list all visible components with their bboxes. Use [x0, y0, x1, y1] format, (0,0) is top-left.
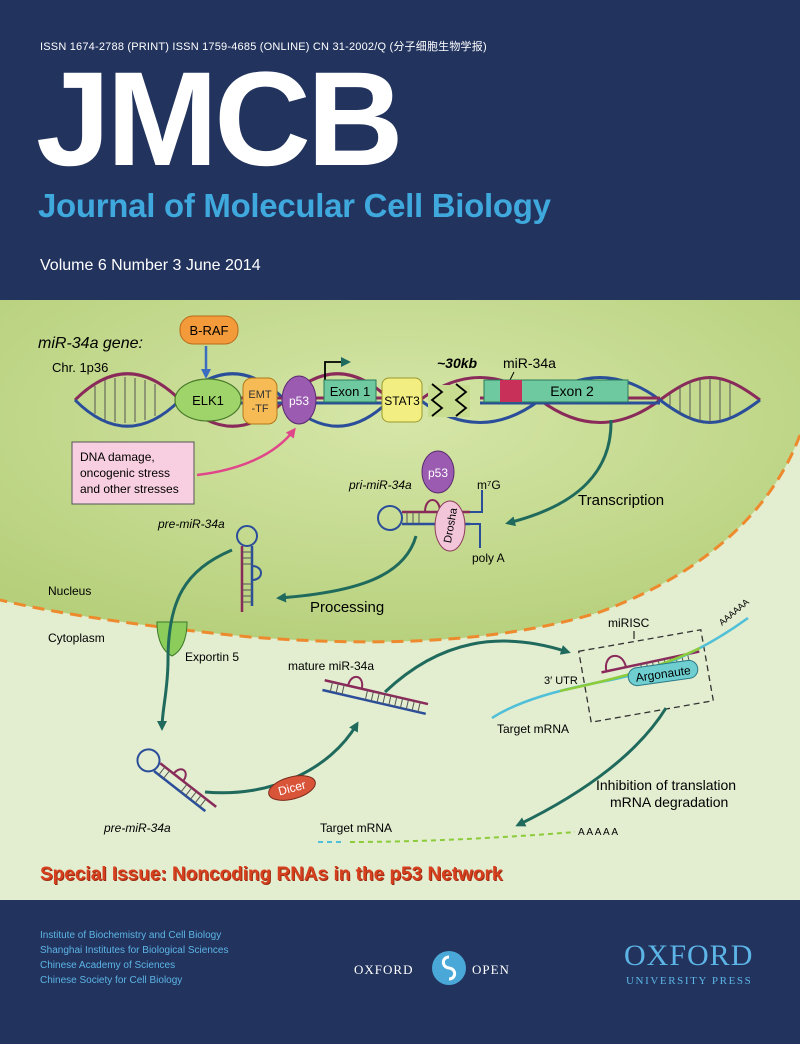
- inhibition-line-2: mRNA degradation: [610, 794, 728, 810]
- mirisc-arrow: [383, 639, 571, 694]
- issn-line: ISSN 1674-2788 (PRINT) ISSN 1759-4685 (O…: [40, 41, 487, 53]
- processing-arrow: [276, 535, 418, 603]
- oup-wordmark: OXFORD: [624, 939, 754, 972]
- inhibition-arrow: [515, 707, 668, 827]
- emt-label-1: EMT: [248, 389, 272, 401]
- stress-line-3: and other stresses: [80, 482, 179, 496]
- exon1-label: Exon 1: [330, 384, 370, 399]
- cytoplasm-label: Cytoplasm: [48, 631, 105, 645]
- argonaute-protein: [627, 659, 699, 687]
- polya-tail-label: AAAAAA: [717, 597, 751, 628]
- gene-gap-break: [428, 383, 470, 417]
- elk1-label: ELK1: [192, 393, 224, 408]
- target-mrna-label-1: Target mRNA: [497, 722, 569, 736]
- mir34a-pathway-diagram: miR-34a gene: Chr. 1p36: [0, 300, 800, 843]
- cover-footer: Institute of Biochemistry and Cell Biolo…: [0, 900, 800, 1044]
- stress-box: [71, 441, 195, 505]
- transcription-arrow: [505, 419, 613, 527]
- stress-arrow: [196, 427, 296, 477]
- special-issue-banner: Special Issue: Noncoding RNAs in the p53…: [40, 864, 503, 885]
- oup-subline: UNIVERSITY PRESS: [626, 975, 753, 987]
- polya-label: poly A: [472, 551, 505, 565]
- elk1-factor: [174, 378, 242, 422]
- p53-factor: [281, 375, 317, 425]
- institution-3: Chinese Academy of Sciences: [40, 960, 176, 971]
- gene-title: miR-34a gene:: [38, 335, 143, 352]
- p53-protein-pri: [421, 450, 455, 494]
- drosha-enzyme: [434, 500, 466, 552]
- gap-label: ~30kb: [437, 355, 478, 371]
- exportin5-label: Exportin 5: [185, 650, 239, 664]
- nucleus-label: Nucleus: [48, 584, 91, 598]
- institution-2: Shanghai Institutes for Biological Scien…: [40, 945, 229, 956]
- target-mrna-label-2: Target mRNA: [320, 821, 392, 835]
- exon2-label: Exon 2: [550, 383, 594, 399]
- journal-acronym: JMCB: [36, 45, 404, 194]
- stat3-box: [381, 377, 423, 423]
- mir34a-label: miR-34a: [503, 355, 556, 371]
- pre-mir-hairpin-top: [236, 525, 262, 612]
- stat3-label: STAT3: [384, 394, 420, 408]
- mature-mir-label: mature miR-34a: [288, 659, 374, 673]
- processing-label: Processing: [310, 599, 384, 616]
- m7g-label: m⁷G: [477, 478, 501, 492]
- p53-label: p53: [289, 394, 309, 408]
- pre-mir-hairpin-bottom: [136, 748, 217, 813]
- cover-illustration: miR-34a gene: Chr. 1p36: [0, 300, 800, 900]
- oxford-open-left-text: OXFORD: [354, 962, 414, 977]
- journal-full-title: Journal of Molecular Cell Biology: [38, 187, 551, 224]
- pri-mir-label: pri-miR-34a: [348, 478, 412, 492]
- dicer-enzyme: [268, 775, 316, 801]
- transcription-label: Transcription: [578, 492, 664, 509]
- nuclear-membrane: [0, 434, 800, 644]
- mir34a-region: [500, 380, 522, 402]
- braf-label: B-RAF: [190, 323, 229, 338]
- institution-4: Chinese Society for Cell Biology: [40, 975, 183, 986]
- oxford-open-logo-icon: [432, 951, 466, 985]
- institution-1: Institute of Biochemistry and Cell Biolo…: [40, 930, 222, 941]
- emt-tf-box: [242, 377, 278, 425]
- transcription-start-arrow: [324, 357, 351, 388]
- utr-label: 3′ UTR: [544, 675, 578, 687]
- degraded-polya: A A A A A: [578, 827, 618, 838]
- braf-box: [179, 315, 239, 345]
- export-arrow: [157, 548, 233, 731]
- exportin5-channel: [156, 621, 188, 657]
- stress-line-1: DNA damage,: [80, 450, 155, 464]
- stress-line-2: oncogenic stress: [80, 466, 170, 480]
- emt-label-2: -TF: [251, 403, 268, 415]
- pre-mir-top-label: pre-miR-34a: [157, 517, 225, 531]
- exon1-box: [323, 379, 377, 403]
- oxford-open-right-text: OPEN: [472, 962, 510, 977]
- issue-info: Volume 6 Number 3 June 2014: [40, 257, 261, 274]
- mirisc-label: miRISC: [608, 616, 650, 630]
- chromosome-label: Chr. 1p36: [52, 360, 108, 375]
- degraded-mrna: [349, 831, 576, 843]
- p53-pri-label: p53: [428, 466, 448, 480]
- pre-mir-bottom-label: pre-miR-34a: [103, 821, 171, 835]
- inhibition-line-1: Inhibition of translation: [596, 777, 736, 793]
- cover-header: ISSN 1674-2788 (PRINT) ISSN 1759-4685 (O…: [0, 0, 800, 300]
- mature-mir-duplex: [322, 675, 429, 716]
- utr-segment: [559, 646, 701, 693]
